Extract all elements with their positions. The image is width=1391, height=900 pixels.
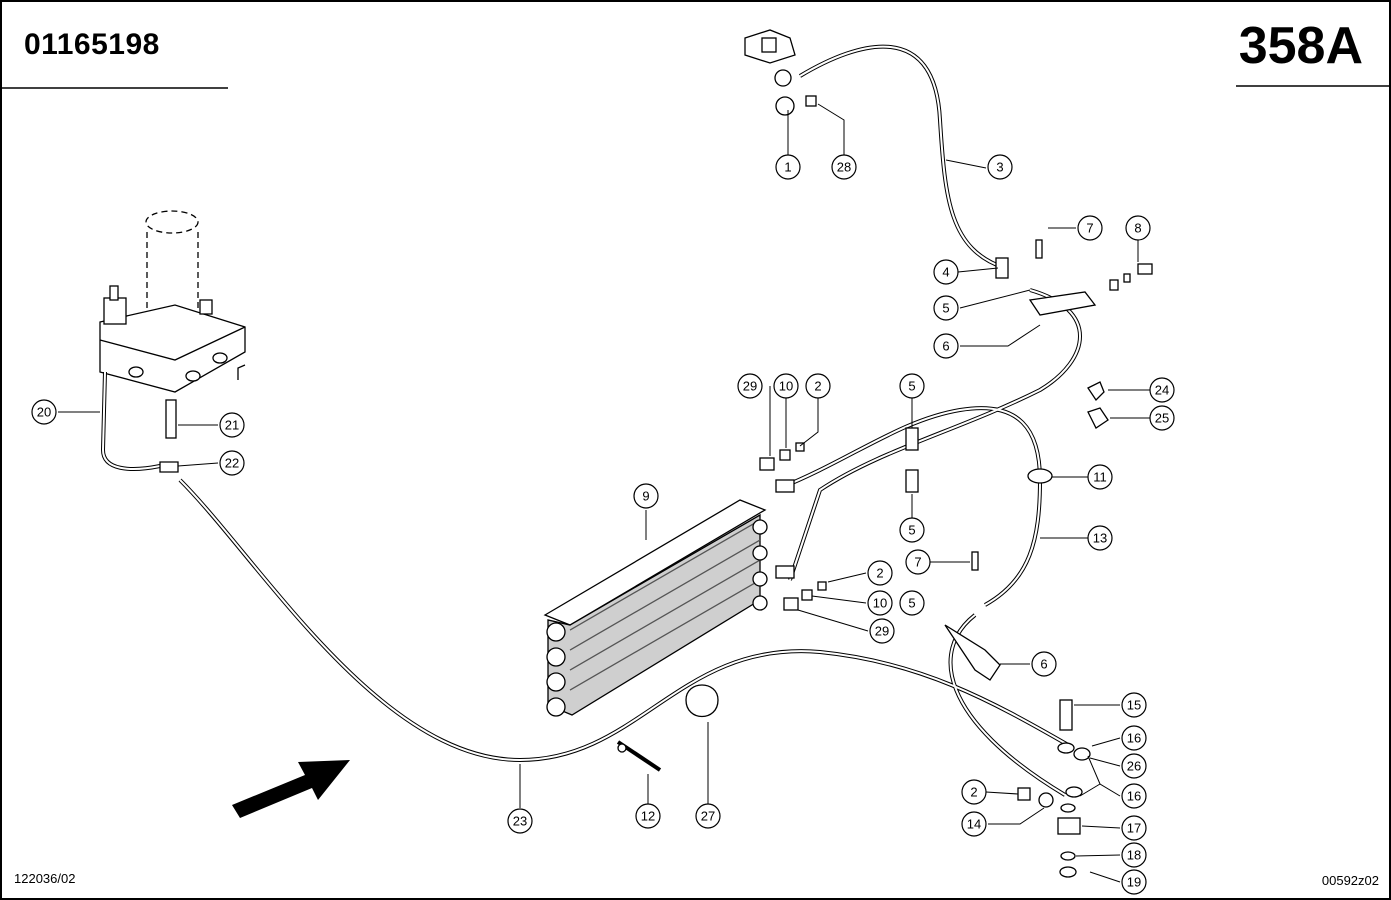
cooler-fittings <box>159 239 1153 878</box>
callout-29: 29 <box>869 618 895 644</box>
callout-label: 13 <box>1093 531 1107 546</box>
callout-label: 17 <box>1127 821 1141 836</box>
callout-label: 21 <box>225 418 239 433</box>
callout-13: 13 <box>1087 525 1113 551</box>
callout-label: 14 <box>967 817 981 832</box>
callout-label: 15 <box>1127 698 1141 713</box>
callout-26: 26 <box>1121 753 1147 779</box>
callout-label: 10 <box>779 379 793 394</box>
callout-label: 28 <box>837 160 851 175</box>
callout-29: 29 <box>737 373 763 399</box>
callout-label: 29 <box>743 379 757 394</box>
callout-24: 24 <box>1149 377 1175 403</box>
callout-7: 7 <box>1077 215 1103 241</box>
callout-14: 14 <box>961 811 987 837</box>
callout-5: 5 <box>933 295 959 321</box>
callout-22: 22 <box>219 450 245 476</box>
flow-arrow <box>232 760 350 818</box>
callout-2: 2 <box>961 779 987 805</box>
callout-label: 2 <box>970 785 977 800</box>
callout-label: 12 <box>641 809 655 824</box>
callout-9: 9 <box>633 483 659 509</box>
callout-16: 16 <box>1121 783 1147 809</box>
callout-label: 7 <box>1086 221 1093 236</box>
callout-12: 12 <box>635 803 661 829</box>
callout-label: 16 <box>1127 731 1141 746</box>
callout-label: 19 <box>1127 875 1141 890</box>
callout-28: 28 <box>831 154 857 180</box>
callout-21: 21 <box>219 412 245 438</box>
callout-label: 18 <box>1127 848 1141 863</box>
part-number: 01165198 <box>24 28 160 61</box>
callout-2: 2 <box>805 373 831 399</box>
callout-label: 11 <box>1093 470 1107 485</box>
page-number: 358A <box>1238 17 1363 75</box>
callout-17: 17 <box>1121 815 1147 841</box>
callout-label: 10 <box>873 596 887 611</box>
callout-20: 20 <box>31 399 57 425</box>
callout-label: 22 <box>225 456 239 471</box>
callout-leaders <box>58 103 1150 883</box>
callout-label: 16 <box>1127 789 1141 804</box>
callout-6: 6 <box>1031 651 1057 677</box>
callout-label: 5 <box>908 379 915 394</box>
callout-label: 5 <box>908 596 915 611</box>
callout-15: 15 <box>1121 692 1147 718</box>
callout-8: 8 <box>1125 215 1151 241</box>
callout-label: 4 <box>942 265 949 280</box>
callout-label: 24 <box>1155 383 1169 398</box>
callout-label: 25 <box>1155 411 1169 426</box>
hydraulic-block-assembly <box>99 210 246 439</box>
callout-7: 7 <box>905 549 931 575</box>
callout-label: 26 <box>1127 759 1141 774</box>
callout-label: 27 <box>701 809 715 824</box>
callout-18: 18 <box>1121 842 1147 868</box>
callout-6: 6 <box>933 333 959 359</box>
callout-10: 10 <box>773 373 799 399</box>
callout-label: 6 <box>1040 657 1047 672</box>
callout-3: 3 <box>987 154 1013 180</box>
callout-label: 5 <box>942 301 949 316</box>
callout-label: 2 <box>814 379 821 394</box>
callout-23: 23 <box>507 808 533 834</box>
callout-11: 11 <box>1087 464 1113 490</box>
callout-4: 4 <box>933 259 959 285</box>
callout-16: 16 <box>1121 725 1147 751</box>
callout-label: 20 <box>37 405 51 420</box>
callout-19: 19 <box>1121 869 1147 895</box>
callout-label: 1 <box>784 160 791 175</box>
callout-5: 5 <box>899 517 925 543</box>
callout-label: 7 <box>914 555 921 570</box>
callout-label: 8 <box>1134 221 1141 236</box>
banjo-fitting-top <box>744 29 817 116</box>
callout-label: 29 <box>875 624 889 639</box>
callout-label: 5 <box>908 523 915 538</box>
callout-2: 2 <box>867 560 893 586</box>
oil-cooler <box>543 499 768 717</box>
callout-label: 9 <box>642 489 649 504</box>
callout-label: 3 <box>996 160 1003 175</box>
callout-27: 27 <box>695 803 721 829</box>
hose-lines-inner <box>101 45 1081 796</box>
drawing-reference-right: 00592z02 <box>1321 873 1379 888</box>
callout-25: 25 <box>1149 405 1175 431</box>
callout-10: 10 <box>867 590 893 616</box>
drawing-reference-left: 122036/02 <box>14 871 76 886</box>
callout-5: 5 <box>899 590 925 616</box>
callout-5: 5 <box>899 373 925 399</box>
callout-label: 23 <box>513 814 527 829</box>
callout-label: 2 <box>876 566 883 581</box>
callout-label: 6 <box>942 339 949 354</box>
callout-1: 1 <box>775 154 801 180</box>
